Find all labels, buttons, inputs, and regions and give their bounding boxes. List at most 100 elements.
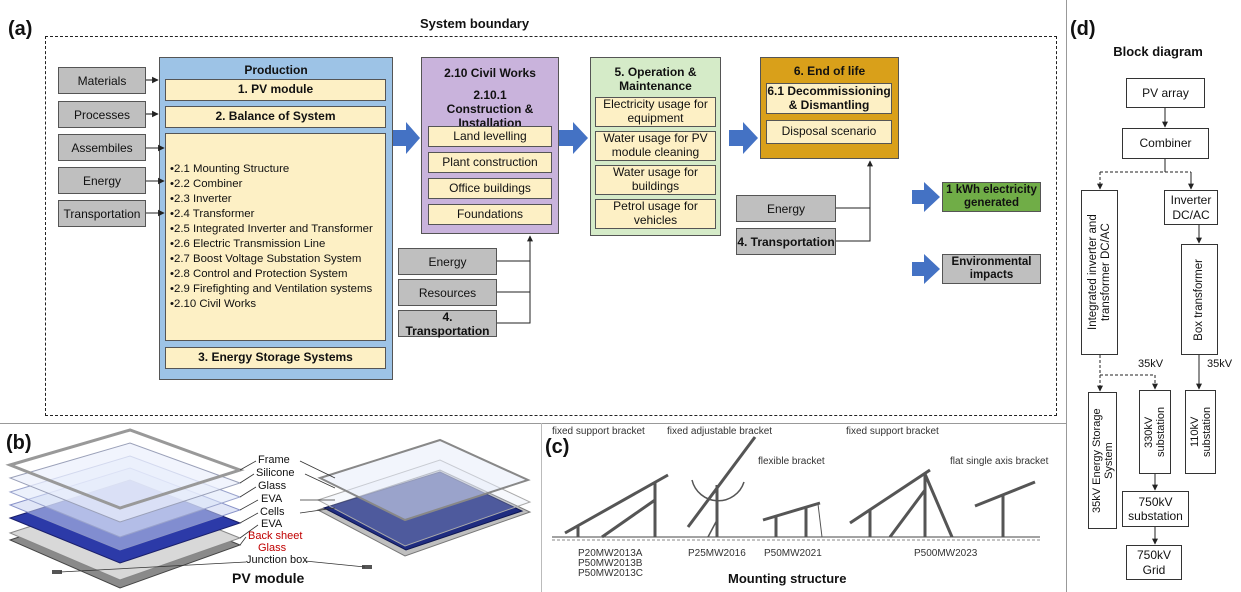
bos-item: •2.7 Boost Voltage Substation System	[170, 253, 362, 265]
module-glass	[8, 442, 242, 523]
pv-module-caption: PV module	[232, 570, 305, 586]
pv-array-box: PV array	[1126, 78, 1205, 108]
pointer	[304, 473, 336, 489]
inverter-box: Inverter DC/AC	[1164, 190, 1218, 225]
box-transformer-label: Box transformer	[1192, 258, 1205, 341]
electricity-output-label: 1 kWh electricity generated	[946, 184, 1037, 209]
layer-label: Junction box	[246, 554, 308, 566]
layer-label: Back sheet	[248, 530, 303, 542]
bracket-label: flexible bracket	[758, 456, 825, 467]
pv-module-box: 1. PV module	[165, 79, 386, 101]
decommissioning-box: 6.1 Decommissioning & Dismantling	[766, 83, 892, 114]
bos-item: •2.10 Civil Works	[170, 298, 257, 310]
module-eva-top	[8, 455, 242, 538]
om-title: 5. Operation & Maintenance	[614, 65, 697, 93]
bracket-label: fixed support bracket	[846, 426, 939, 437]
junction-box	[362, 565, 372, 569]
construction-title: 2.10.1 Construction & Installation	[446, 88, 534, 130]
substation-750-box: 750kV substation	[1122, 491, 1189, 527]
bracket-label: flat single axis bracket	[950, 456, 1049, 467]
pointer	[239, 460, 257, 471]
layer-label: EVA	[261, 493, 283, 505]
code-label: P25MW2016	[688, 548, 746, 559]
civil-input-energy: Energy	[398, 248, 497, 275]
pointer	[239, 512, 259, 524]
om-item: Petrol usage for vehicles	[595, 199, 716, 229]
pointer	[304, 560, 366, 568]
disposal-box: Disposal scenario	[766, 120, 892, 144]
module-assembled-cells	[322, 471, 524, 551]
panel-d-label: (d)	[1070, 18, 1096, 40]
bracket-flexible	[762, 501, 823, 538]
energy-storage-box: 3. Energy Storage Systems	[165, 347, 386, 369]
integrated-label: Integrated inverter and transformer DC/A…	[1086, 214, 1112, 331]
code-label: P50MW2013B	[578, 558, 643, 569]
box-transformer-box: Box transformer	[1181, 244, 1218, 355]
civil-item: Foundations	[428, 204, 552, 225]
pv-module-left	[5, 428, 245, 589]
substation-110-label: 110kV substation	[1188, 406, 1213, 458]
bos-item: •2.8 Control and Protection System	[170, 268, 348, 280]
pointer	[239, 499, 259, 511]
block-diagram-title: Block diagram	[1113, 44, 1203, 59]
panel-b-label: (b)	[6, 432, 32, 454]
civil-input-transportation: 4. Transportation	[398, 310, 497, 338]
module-backsheet	[8, 499, 242, 589]
bos-item: •2.6 Electric Transmission Line	[170, 238, 326, 250]
substation-110-box: 110kV substation	[1185, 390, 1216, 474]
panel-divider-vertical	[1066, 0, 1067, 592]
bracket-single-axis	[974, 480, 1036, 537]
grid-box: 750kV Grid	[1126, 545, 1182, 580]
impacts-output-box: Environmental impacts	[942, 254, 1041, 284]
mounting-structure-caption: Mounting structure	[728, 571, 847, 586]
production-title: Production	[244, 63, 308, 77]
bos-item: •2.1 Mounting Structure	[170, 163, 290, 175]
ground-line	[552, 536, 1040, 541]
module-glass-bottom	[8, 493, 242, 581]
bracket-label: fixed support bracket	[552, 426, 645, 437]
module-eva	[8, 467, 242, 551]
combiner-box: Combiner	[1122, 128, 1209, 159]
panel-a-label: (a)	[8, 18, 33, 40]
bracket-label: fixed adjustable bracket	[667, 426, 773, 437]
civil-item: Land levelling	[428, 126, 552, 147]
bos-item: •2.4 Transformer	[170, 208, 255, 220]
layer-label: Frame	[258, 454, 290, 466]
eol-input-transportation: 4. Transportation	[736, 228, 836, 255]
bos-item: •2.2 Combiner	[170, 178, 243, 190]
module-top-frame	[317, 438, 531, 522]
ess-box: 35kV Energy Storage System	[1088, 392, 1117, 529]
voltage-label: 35kV	[1138, 358, 1164, 370]
panel-divider-bc	[541, 423, 542, 592]
civil-item: Office buildings	[428, 178, 552, 199]
layer-label: Glass	[258, 542, 287, 554]
code-label: P50MW2021	[764, 548, 822, 559]
pv-module-right	[316, 438, 532, 569]
civil-works-title: 2.10 Civil Works	[444, 66, 536, 80]
module-assembled-frame	[316, 469, 532, 557]
system-boundary-title: System boundary	[420, 16, 530, 31]
input-materials: Materials	[58, 67, 146, 94]
system-boundary	[45, 36, 1057, 416]
pointer	[239, 486, 257, 498]
layer-label: Cells	[260, 506, 285, 518]
substation-330-box: 330kV substation	[1139, 390, 1171, 474]
panel-c-label: (c)	[545, 436, 570, 458]
om-item: Water usage for buildings	[595, 165, 716, 195]
pointer	[299, 460, 336, 479]
code-label: P50MW2013C	[578, 568, 644, 579]
input-assemblies: Assembiles	[58, 134, 146, 161]
bracket-fixed-2	[849, 468, 954, 538]
voltage-label: 35kV	[1207, 358, 1233, 370]
substation-330-label: 330kV substation	[1143, 406, 1167, 458]
pointer	[239, 536, 247, 546]
balance-of-system-box: 2. Balance of System	[165, 106, 386, 128]
pointer	[239, 473, 255, 484]
input-transportation: Transportation	[58, 200, 146, 227]
bos-items-box: •2.1 Mounting Structure •2.2 Combiner •2…	[165, 133, 386, 341]
bracket-adjustable	[686, 436, 757, 538]
module-assembled-glass	[316, 459, 532, 547]
electricity-output-box: 1 kWh electricity generated	[942, 182, 1041, 212]
module-cells	[8, 479, 242, 564]
bracket-fixed-1	[564, 473, 669, 539]
